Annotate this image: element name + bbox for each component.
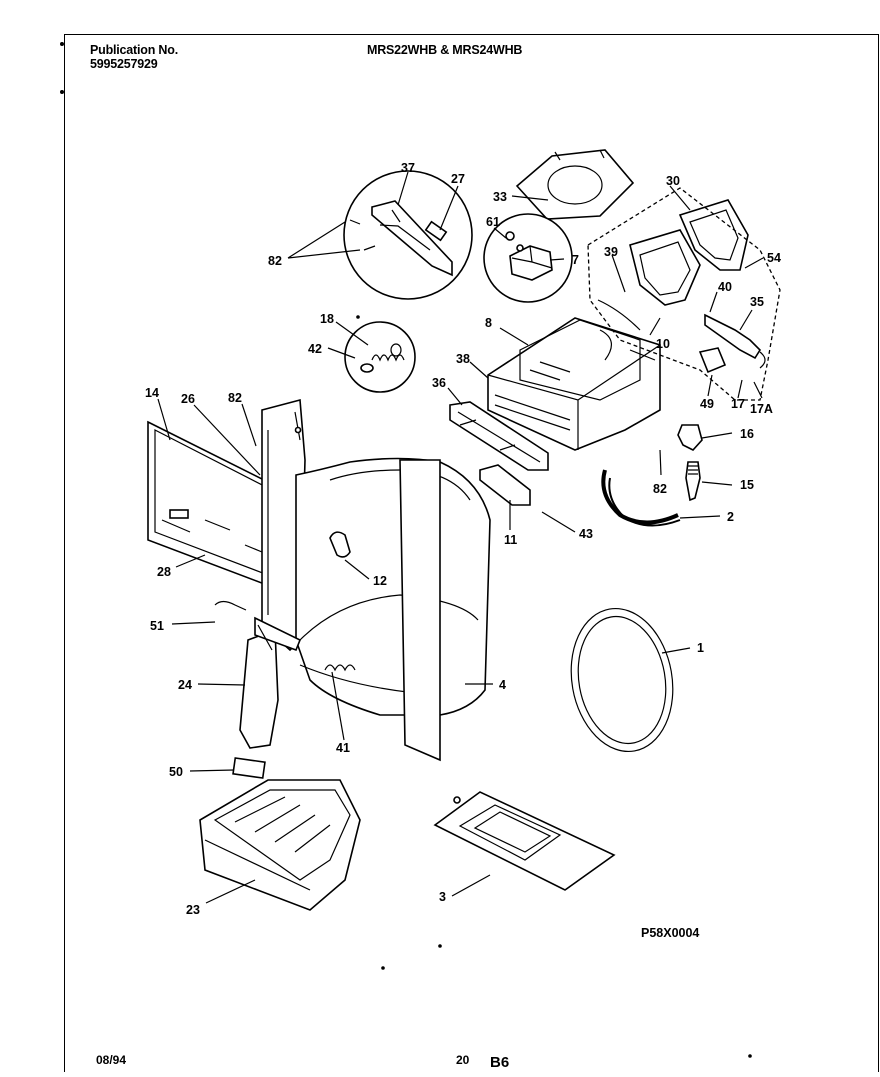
footer-date: 08/94 bbox=[96, 1053, 127, 1067]
part-strip bbox=[479, 464, 531, 506]
drawing-code: P58X0004 bbox=[641, 926, 699, 940]
callout-39: 39 bbox=[604, 245, 618, 259]
callout-14: 14 bbox=[145, 386, 159, 400]
detail-circle-upper-left bbox=[343, 170, 473, 300]
callout-12: 12 bbox=[373, 574, 387, 588]
footer-section: B6 bbox=[490, 1054, 510, 1071]
part-drip-tray bbox=[199, 779, 361, 911]
part-spring-41 bbox=[324, 664, 356, 672]
callout-43: 43 bbox=[579, 527, 593, 541]
detail-circle-spring bbox=[344, 321, 416, 393]
part-wire-51 bbox=[214, 600, 247, 611]
callout-16: 16 bbox=[740, 427, 754, 441]
callout-36: 36 bbox=[432, 376, 446, 390]
part-bulb-socket bbox=[677, 424, 703, 502]
part-top-plate bbox=[515, 149, 635, 220]
callout-labels: 37 27 33 30 82 61 7 39 54 40 35 8 10 18 … bbox=[145, 161, 781, 917]
callout-37: 37 bbox=[401, 161, 415, 175]
callout-54: 54 bbox=[767, 251, 781, 265]
publication-label: Publication No. bbox=[90, 43, 178, 57]
callout-30: 30 bbox=[666, 174, 680, 188]
callout-10: 10 bbox=[656, 337, 670, 351]
callout-4: 4 bbox=[499, 678, 506, 692]
callout-50: 50 bbox=[169, 765, 183, 779]
drawing-border bbox=[64, 34, 879, 1072]
part-heater-plate bbox=[433, 791, 616, 891]
callout-8: 8 bbox=[485, 316, 492, 330]
callout-11: 11 bbox=[504, 533, 517, 547]
callout-26: 26 bbox=[181, 392, 195, 406]
callout-33: 33 bbox=[493, 190, 507, 204]
callout-3: 3 bbox=[439, 890, 446, 904]
callout-27: 27 bbox=[451, 172, 465, 186]
leader-lines bbox=[157, 171, 764, 904]
callout-61: 61 bbox=[486, 215, 500, 229]
callout-41: 41 bbox=[336, 741, 350, 755]
callout-18: 18 bbox=[320, 312, 334, 326]
detail-circle-switch bbox=[483, 213, 573, 303]
callout-17a: 17A bbox=[750, 402, 773, 416]
callout-17: 17 bbox=[731, 397, 745, 411]
group-outline-right bbox=[587, 187, 781, 401]
part-clip-12 bbox=[329, 531, 351, 558]
part-dispenser-panel bbox=[147, 420, 281, 590]
callout-7: 7 bbox=[572, 253, 579, 267]
callout-15: 15 bbox=[740, 478, 754, 492]
callout-2: 2 bbox=[727, 510, 734, 524]
callout-28: 28 bbox=[157, 565, 171, 579]
part-wire-connector bbox=[698, 313, 766, 374]
part-pad-50 bbox=[232, 757, 266, 779]
footer-page: 20 bbox=[456, 1053, 470, 1067]
part-housing bbox=[487, 317, 661, 451]
part-dispenser-housing bbox=[295, 457, 491, 762]
model-numbers: MRS22WHB & MRS24WHB bbox=[367, 43, 523, 57]
part-bracket bbox=[449, 401, 549, 471]
callout-49: 49 bbox=[700, 397, 714, 411]
part-actuator-lever bbox=[239, 616, 302, 749]
callout-35: 35 bbox=[750, 295, 764, 309]
part-duct bbox=[597, 199, 749, 331]
callout-82-c: 82 bbox=[653, 482, 667, 496]
callout-24: 24 bbox=[178, 678, 192, 692]
part-wire-harness bbox=[601, 469, 681, 527]
callout-51: 51 bbox=[150, 619, 164, 633]
callout-1: 1 bbox=[697, 641, 704, 655]
part-gasket-ring bbox=[570, 607, 674, 753]
callout-42: 42 bbox=[308, 342, 322, 356]
callout-82-a: 82 bbox=[268, 254, 282, 268]
publication-number: 5995257929 bbox=[90, 57, 158, 71]
callout-38: 38 bbox=[456, 352, 470, 366]
callout-23: 23 bbox=[186, 903, 200, 917]
callout-82-b: 82 bbox=[228, 391, 242, 405]
callout-40: 40 bbox=[718, 280, 732, 294]
